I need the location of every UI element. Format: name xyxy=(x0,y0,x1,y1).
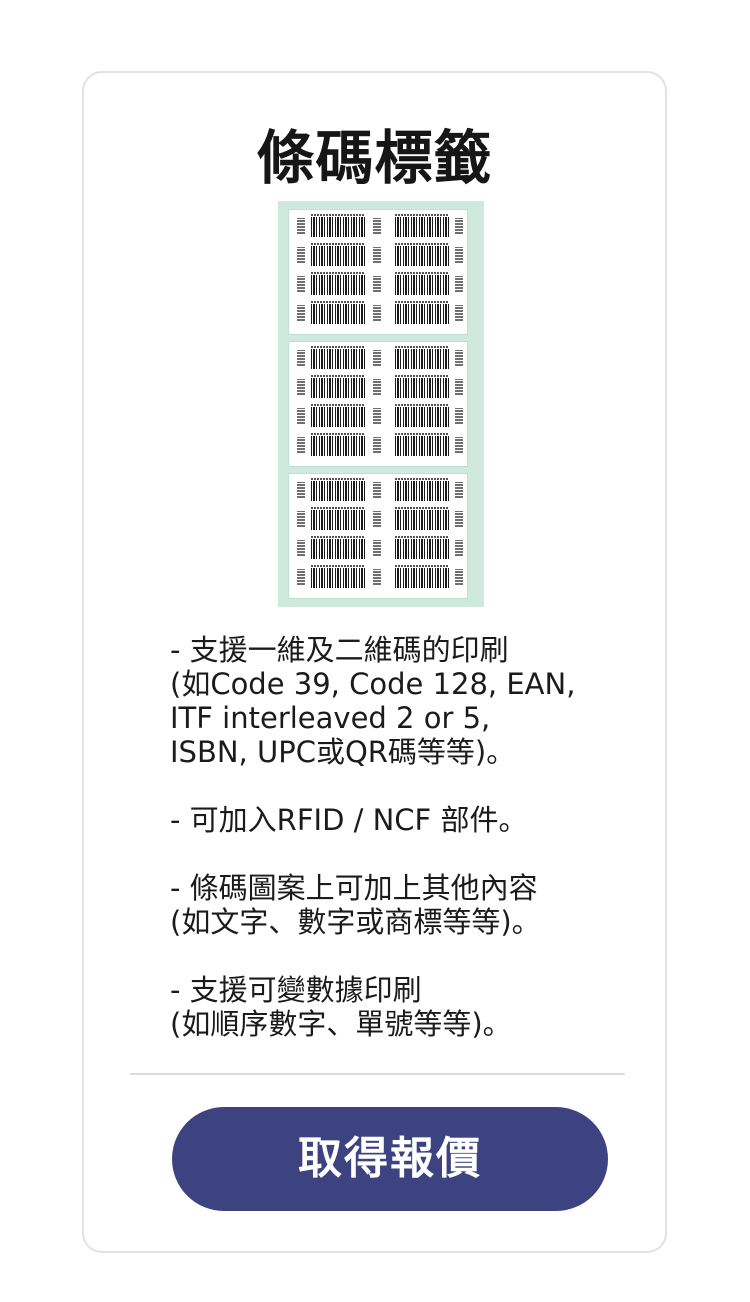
description-line: - 條碼圖案上可加上其他內容 xyxy=(170,871,538,905)
description-line: - 可加入RFID / NCF 部件。 xyxy=(170,803,528,837)
divider xyxy=(130,1073,625,1075)
label-panel xyxy=(288,209,468,335)
label-row xyxy=(295,536,463,562)
label-row xyxy=(295,375,463,401)
description-line: (如文字、數字或商標等等)。 xyxy=(170,905,541,939)
feature-barcode-types: - 支援一維及二維碼的印刷 (如Code 39, Code 128, EAN, … xyxy=(170,633,630,769)
label-row xyxy=(295,301,463,327)
description-line: - 支援一維及二維碼的印刷 xyxy=(170,633,509,667)
product-title: 條碼標籤 xyxy=(256,124,493,192)
label-row xyxy=(295,243,463,269)
product-card: 條碼標籤 - 支援一維及二維碼的印刷 (如Code 39, Code 128, … xyxy=(82,71,667,1253)
label-panel xyxy=(288,341,468,467)
label-row xyxy=(295,214,463,240)
feature-extra-content: - 條碼圖案上可加上其他內容 (如文字、數字或商標等等)。 xyxy=(170,871,630,939)
description-line: - 支援可變數據印刷 xyxy=(170,973,422,1007)
barcode-label-image xyxy=(278,201,484,607)
label-row xyxy=(295,272,463,298)
feature-variable-data: - 支援可變數據印刷 (如順序數字、單號等等)。 xyxy=(170,973,630,1041)
feature-rfid: - 可加入RFID / NCF 部件。 xyxy=(170,803,630,837)
label-row xyxy=(295,478,463,504)
description-line: ITF interleaved 2 or 5, xyxy=(170,701,491,735)
description-line: (如順序數字、單號等等)。 xyxy=(170,1007,512,1041)
description-line: (如Code 39, Code 128, EAN, xyxy=(170,667,576,701)
label-row xyxy=(295,346,463,372)
description-line: ISBN, UPC或QR碼等等)。 xyxy=(170,735,516,769)
product-description: - 支援一維及二維碼的印刷 (如Code 39, Code 128, EAN, … xyxy=(170,633,630,1041)
label-row xyxy=(295,433,463,459)
get-quote-button[interactable]: 取得報價 xyxy=(172,1107,608,1211)
label-row xyxy=(295,507,463,533)
label-row xyxy=(295,565,463,591)
label-row xyxy=(295,404,463,430)
label-panel xyxy=(288,473,468,599)
